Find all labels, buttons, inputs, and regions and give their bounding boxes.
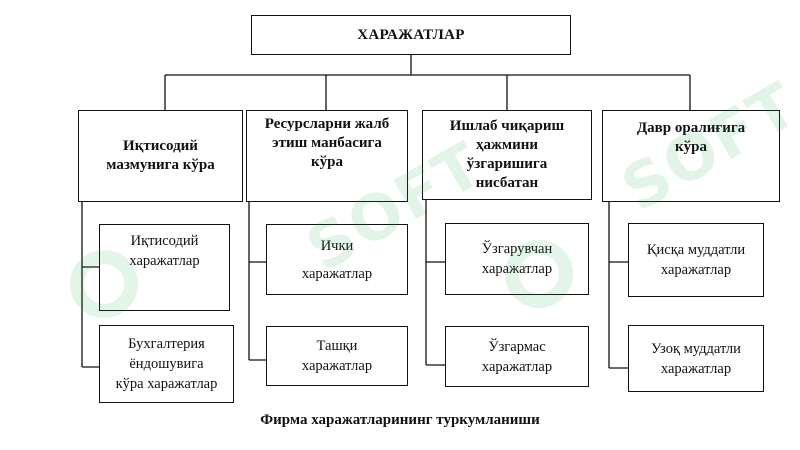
root-box: ХАРАЖАТЛАР <box>251 15 571 55</box>
category-box-resources: Ресурсларни жалб этиш манбасига кўра <box>246 110 408 202</box>
leaf-box-fixed-costs: Ўзгармас харажатлар <box>445 326 589 387</box>
category-box-economic: Иқтисодий мазмунига кўра <box>78 110 243 202</box>
leaf-label: Бухгалтерия ёндошувига кўра харажатлар <box>115 336 218 392</box>
category-box-period: Давр оралиғига кўра <box>602 110 780 202</box>
leaf-box-long-term-costs: Узоқ муддатли харажатлар <box>628 325 764 392</box>
category-box-volume: Ишлаб чиқариш ҳажмини ўзгаришига нисбата… <box>422 110 592 200</box>
category-label: Давр оралиғига кўра <box>636 120 746 155</box>
leaf-box-variable-costs: Ўзгарувчан харажатлар <box>445 223 589 295</box>
leaf-box-short-term-costs: Қисқа муддатли харажатлар <box>628 223 764 297</box>
leaf-box-economic-costs: Иқтисодий харажатлар <box>99 224 230 311</box>
leaf-label: Қисқа муддатли харажатлар <box>646 242 746 278</box>
leaf-box-accounting-costs: Бухгалтерия ёндошувига кўра харажатлар <box>99 325 234 403</box>
leaf-box-external-costs: Ташқи харажатлар <box>266 326 408 386</box>
leaf-label: Ўзгармас харажатлар <box>481 338 553 375</box>
category-label: Ресурсларни жалб этиш манбасига кўра <box>264 116 390 170</box>
leaf-label: Ички харажатлар <box>301 237 373 282</box>
leaf-label: Ўзгарувчан харажатлар <box>481 241 553 277</box>
diagram-caption: Фирма харажатларининг туркумланиши <box>260 412 540 428</box>
leaf-label: Узоқ муддатли харажатлар <box>651 340 741 377</box>
leaf-label: Ташқи харажатлар <box>301 338 373 374</box>
category-label: Ишлаб чиқариш ҳажмини ўзгаришига нисбата… <box>449 118 565 191</box>
leaf-label: Иқтисодий харажатлар <box>129 233 200 269</box>
leaf-box-internal-costs: Ички харажатлар <box>266 224 408 295</box>
category-label: Иқтисодий мазмунига кўра <box>106 138 215 173</box>
root-label: ХАРАЖАТЛАР <box>357 26 465 43</box>
